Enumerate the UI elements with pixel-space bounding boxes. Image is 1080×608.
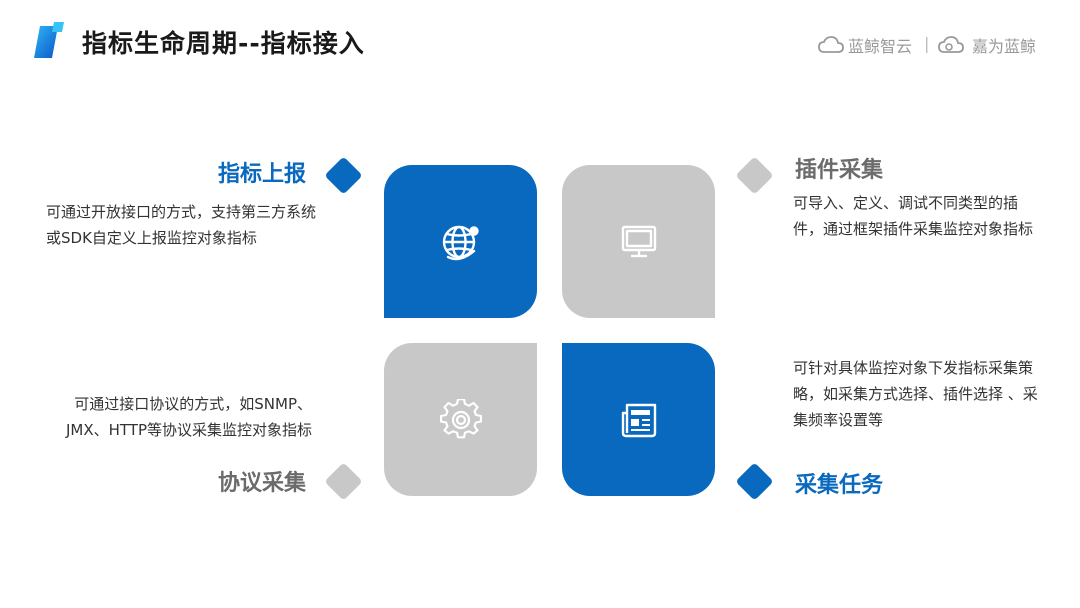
diamond-marker-bottom-left <box>324 462 363 501</box>
diamond-marker-top-left <box>324 156 363 195</box>
monitor-icon <box>621 225 657 258</box>
gear-icon <box>440 399 482 439</box>
cloud-logo-icon <box>818 36 844 53</box>
label-collect-task: 采集任务 <box>795 473 884 498</box>
desc-collect-task: 可针对具体监控对象下发指标采集策略，如采集方式选择、插件选择 、采集频率设置等 <box>793 359 1038 429</box>
label-protocol-collect: 协议采集 <box>218 471 307 496</box>
label-metric-report: 指标上报 <box>218 162 307 187</box>
title-accent-icon <box>34 22 64 58</box>
desc-protocol-collect: 可通过接口协议的方式，如SNMP、JMX、HTTP等协议采集监控对象指标 <box>65 395 312 439</box>
cloud-logo-icon <box>938 36 964 53</box>
tile-plugin-collect <box>562 165 715 318</box>
brand-right-text: 嘉为蓝鲸 <box>972 37 1037 56</box>
newspaper-icon <box>621 403 657 438</box>
brand-canway: 嘉为蓝鲸 <box>938 34 1036 56</box>
brand-left-text: 蓝鲸智云 <box>848 37 913 56</box>
desc-plugin-collect: 可导入、定义、调试不同类型的插件，通过框架插件采集监控对象指标 <box>793 194 1034 238</box>
diamond-marker-top-right <box>735 156 774 195</box>
globe-icon <box>442 225 479 261</box>
tile-metric-report <box>384 165 537 318</box>
brand-separator: | <box>924 34 930 53</box>
label-plugin-collect: 插件采集 <box>795 158 884 183</box>
desc-metric-report: 可通过开放接口的方式，支持第三方系统或SDK自定义上报监控对象指标 <box>46 203 317 247</box>
tile-protocol-collect <box>384 343 537 496</box>
tile-collect-task <box>562 343 715 496</box>
brand-bluking: 蓝鲸智云 <box>818 34 912 56</box>
page-title: 指标生命周期--指标接入 <box>82 29 365 58</box>
diamond-marker-bottom-right <box>735 462 774 501</box>
